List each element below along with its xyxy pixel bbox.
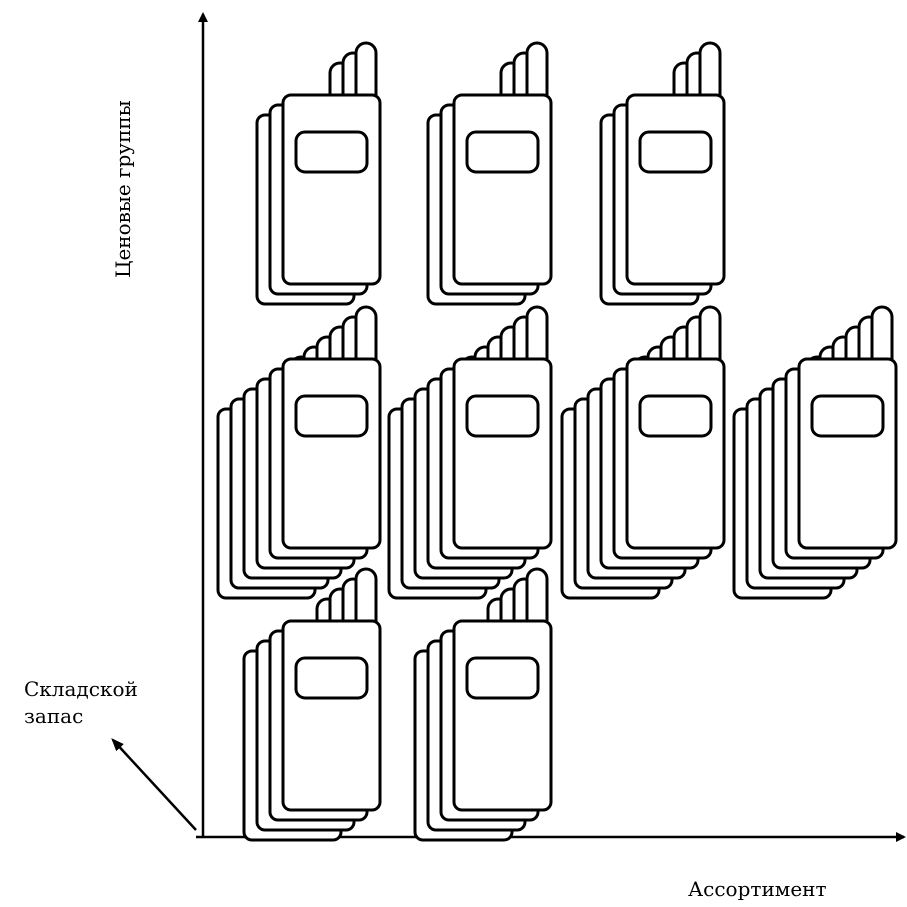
mobile-phone-icon xyxy=(452,567,553,812)
mobile-phone-icon xyxy=(797,305,898,550)
phone-stack xyxy=(216,305,382,600)
phone-body xyxy=(281,357,382,550)
phone-screen xyxy=(294,656,369,700)
phone-screen xyxy=(465,130,540,174)
phone-screen xyxy=(294,394,369,438)
phone-stack xyxy=(387,305,553,600)
mobile-phone-icon xyxy=(625,305,726,550)
price-groups-axis-label: Ценовые группы xyxy=(111,100,135,278)
phone-body xyxy=(281,93,382,286)
phone-stack xyxy=(413,567,553,842)
phone-screen xyxy=(465,656,540,700)
phone-stack xyxy=(426,41,553,306)
mobile-phone-icon xyxy=(281,305,382,550)
stock-axis-label: Складской запас xyxy=(24,677,138,728)
phone-stack xyxy=(599,41,726,306)
mobile-phone-icon xyxy=(625,41,726,286)
phone-stack xyxy=(255,41,382,306)
mobile-phone-icon xyxy=(281,41,382,286)
assortment-axis-label: Ассортимент xyxy=(688,877,827,901)
phone-body xyxy=(281,619,382,812)
phone-body xyxy=(625,93,726,286)
mobile-phone-icon xyxy=(281,567,382,812)
phone-screen xyxy=(465,394,540,438)
stock-axis xyxy=(111,738,197,831)
phone-body xyxy=(452,357,553,550)
phone-screen xyxy=(638,130,713,174)
mobile-phone-icon xyxy=(452,41,553,286)
phone-screen xyxy=(638,394,713,438)
mobile-phone-icon xyxy=(452,305,553,550)
phone-body xyxy=(452,619,553,812)
phone-stack xyxy=(732,305,898,600)
phone-screen xyxy=(294,130,369,174)
phone-body xyxy=(797,357,898,550)
phone-stacks xyxy=(216,41,898,842)
phone-body xyxy=(452,93,553,286)
phone-screen xyxy=(810,394,885,438)
phone-body xyxy=(625,357,726,550)
phone-stack xyxy=(242,567,382,842)
phone-stack xyxy=(560,305,726,600)
